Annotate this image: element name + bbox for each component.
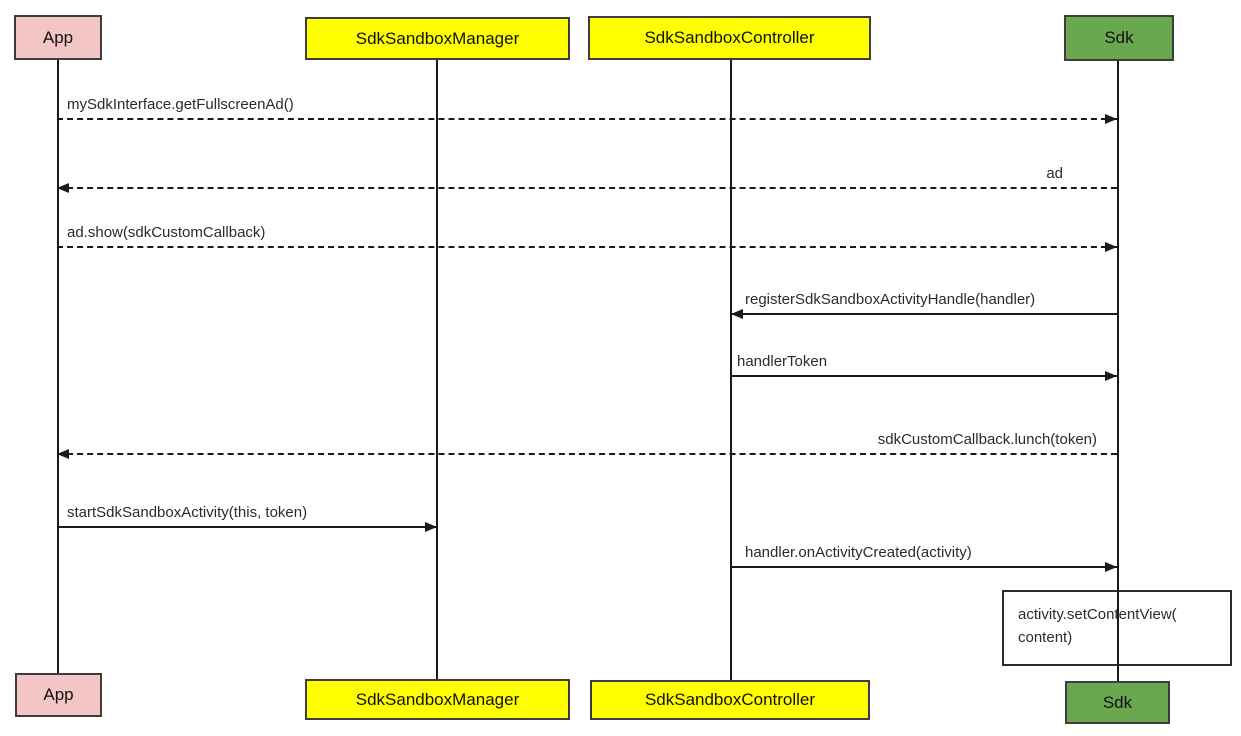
message-ad-return: ad (57, 163, 1117, 193)
message-label: handlerToken (737, 353, 828, 370)
participant-label: SdkSandboxManager (355, 689, 520, 709)
lifeline-manager (436, 60, 438, 679)
message-line (57, 526, 437, 528)
message-line (57, 453, 1117, 455)
lifeline-sdk (1117, 61, 1119, 681)
participant-label: Sdk (1104, 28, 1134, 47)
lifeline-app (57, 60, 59, 673)
message-callback-lunch: sdkCustomCallback.lunch(token) (57, 429, 1117, 459)
message-label: mySdkInterface.getFullscreenAd() (67, 96, 294, 113)
arrowhead-right-icon (1105, 114, 1117, 124)
participant-label: SdkSandboxController (644, 690, 816, 709)
message-handler-token: handlerToken (731, 351, 1117, 381)
message-line (731, 566, 1117, 568)
participant-manager-bottom: SdkSandboxManager (305, 679, 570, 720)
arrowhead-left-icon (731, 309, 743, 319)
participant-app-top: App (14, 15, 102, 60)
note-line2: content) (1018, 629, 1073, 646)
arrowhead-left-icon (57, 449, 69, 459)
arrowhead-left-icon (57, 183, 69, 193)
message-line (731, 375, 1117, 377)
message-line (57, 118, 1117, 120)
participant-label: App (43, 685, 74, 704)
message-start-sandbox-activity: startSdkSandboxActivity(this, token) (57, 502, 437, 532)
arrowhead-right-icon (1105, 242, 1117, 252)
participant-sdk-top: Sdk (1064, 15, 1174, 61)
participant-controller-bottom: SdkSandboxController (590, 680, 870, 720)
participant-label: SdkSandboxManager (355, 28, 520, 48)
participant-label: SdkSandboxController (644, 28, 815, 47)
arrowhead-right-icon (1105, 371, 1117, 381)
message-line (731, 313, 1117, 315)
message-ad-show: ad.show(sdkCustomCallback) (57, 222, 1117, 252)
message-label: startSdkSandboxActivity(this, token) (67, 504, 308, 521)
message-label: registerSdkSandboxActivityHandle(handler… (745, 291, 1036, 308)
message-line (57, 246, 1117, 248)
message-register-activity-handle: registerSdkSandboxActivityHandle(handler… (731, 289, 1117, 319)
participant-manager-top: SdkSandboxManager (305, 17, 570, 60)
lifeline-controller (730, 60, 732, 680)
message-label: sdkCustomCallback.lunch(token) (877, 431, 1097, 448)
arrowhead-right-icon (425, 522, 437, 532)
participant-app-bottom: App (15, 673, 102, 717)
participant-label: App (42, 27, 74, 47)
message-label: ad.show(sdkCustomCallback) (67, 224, 266, 241)
message-get-fullscreen-ad: mySdkInterface.getFullscreenAd() (57, 94, 1117, 124)
message-label: ad (1046, 165, 1063, 182)
message-line (57, 187, 1117, 189)
note-line1: activity.setContentView( (1018, 606, 1177, 623)
message-on-activity-created: handler.onActivityCreated(activity) (731, 542, 1117, 572)
message-label: handler.onActivityCreated(activity) (745, 544, 972, 561)
participant-controller-top: SdkSandboxController (588, 16, 871, 60)
participant-sdk-bottom: Sdk (1065, 681, 1170, 724)
arrowhead-right-icon (1105, 562, 1117, 572)
participant-label: Sdk (1102, 692, 1133, 712)
